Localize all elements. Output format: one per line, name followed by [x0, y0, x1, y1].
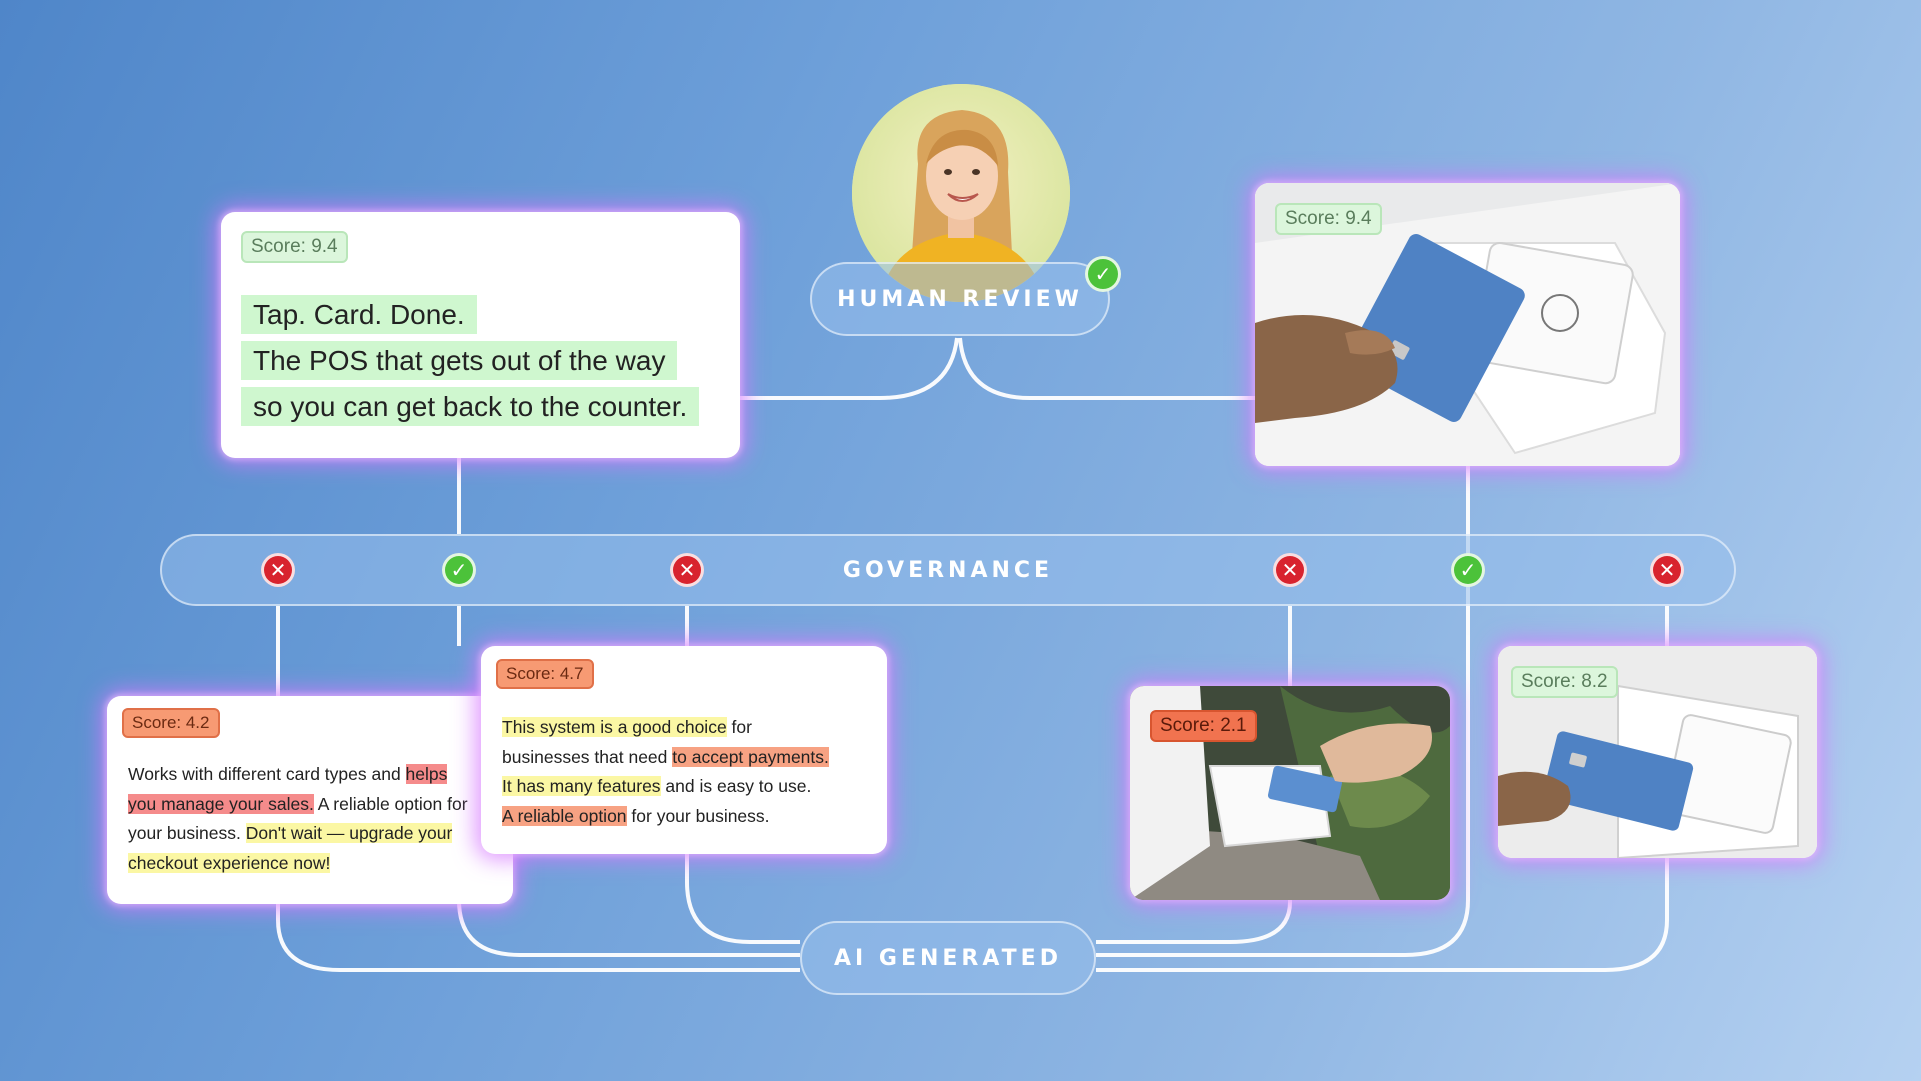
governance-rejected-icon-1: ✕: [261, 553, 295, 587]
score-badge: Score: 2.1: [1150, 710, 1257, 742]
top-photo-card[interactable]: Score: 9.4: [1255, 183, 1680, 466]
governance-approved-icon-1: ✓: [442, 553, 476, 587]
human-review-approved-icon: ✓: [1085, 256, 1121, 292]
copy-text: This system is a good choice for busines…: [502, 717, 829, 826]
ai-generated-node[interactable]: AI GENERATED: [800, 921, 1096, 995]
score-badge: Score: 4.7: [496, 659, 594, 689]
human-review-node[interactable]: HUMAN REVIEW: [810, 262, 1110, 336]
governance-node[interactable]: GOVERNANCE: [160, 534, 1736, 606]
text-card-b[interactable]: Score: 4.7 This system is a good choice …: [481, 646, 887, 854]
score-badge: Score: 8.2: [1511, 666, 1618, 698]
copy-line-3: so you can get back to the counter.: [241, 387, 700, 426]
photo-card-c[interactable]: Score: 2.1: [1130, 686, 1450, 900]
text-card-a[interactable]: Score: 4.2 Works with different card typ…: [107, 696, 513, 904]
score-badge: Score: 4.2: [122, 708, 220, 738]
score-badge: Score: 9.4: [241, 231, 348, 263]
governance-rejected-icon-2: ✕: [670, 553, 704, 587]
photo-card-d[interactable]: Score: 8.2: [1498, 646, 1817, 858]
copy-text: Works with different card types and help…: [128, 764, 468, 873]
copy-line-1: Tap. Card. Done.: [241, 295, 477, 334]
governance-rejected-icon-4: ✕: [1650, 553, 1684, 587]
copy-text: Tap. Card. Done. The POS that gets out o…: [241, 292, 700, 430]
top-text-card[interactable]: Score: 9.4 Tap. Card. Done. The POS that…: [221, 212, 740, 458]
copy-line-2: The POS that gets out of the way: [241, 341, 678, 380]
card-payment-photo: [1255, 183, 1680, 466]
governance-rejected-icon-3: ✕: [1273, 553, 1307, 587]
governance-approved-icon-2: ✓: [1451, 553, 1485, 587]
score-badge: Score: 9.4: [1275, 203, 1382, 235]
